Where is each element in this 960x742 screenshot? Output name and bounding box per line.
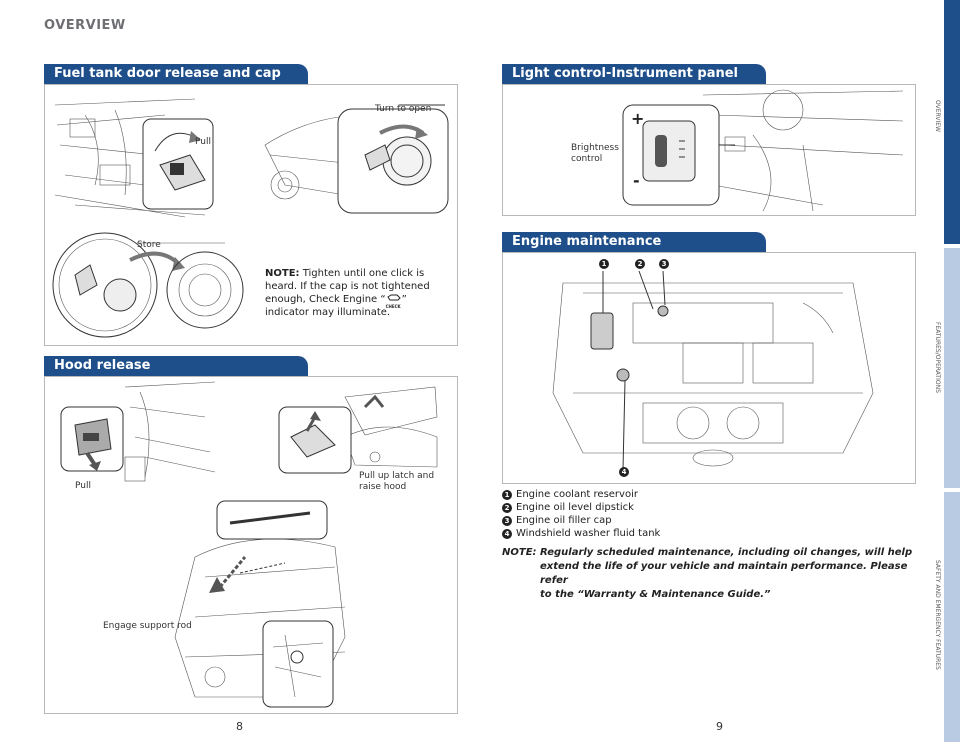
latch-label-line: raise hood: [359, 482, 407, 492]
brightness-plus: +: [631, 109, 645, 128]
support-rod-label: Engage support rod: [103, 621, 192, 631]
brightness-control-label: Brightness control: [571, 143, 619, 165]
brightness-label-line: control: [571, 154, 603, 164]
engine-illustration: [552, 270, 874, 470]
side-nav-label-overview: OVERVIEW: [934, 100, 941, 132]
section-title-fuel: Fuel tank door release and cap: [44, 64, 308, 84]
brightness-minus: -: [633, 171, 640, 190]
callout-1: 1: [599, 259, 609, 269]
fuel-panel: Pull Turn to open Store NOTE: Tighten un…: [44, 84, 458, 346]
fuel-pull-label: Pull: [195, 137, 211, 147]
maintenance-note-line: to the “Warranty & Maintenance Guide.”: [540, 589, 771, 600]
light-illustration: [622, 89, 904, 212]
page-title: OVERVIEW: [44, 18, 126, 33]
page-number-left: 8: [236, 720, 243, 733]
legend-item: 2 Engine oil level dipstick: [502, 501, 660, 514]
hood-pull-label: Pull: [75, 481, 91, 491]
pull-latch-label: Pull up latch and raise hood: [359, 471, 434, 493]
side-nav-label-features: FEATURES/OPERATIONS: [934, 322, 941, 393]
note-bold: NOTE:: [265, 268, 300, 279]
maintenance-note-line: NOTE: Regularly scheduled maintenance, i…: [502, 547, 913, 558]
legend-num: 3: [502, 515, 512, 526]
fuel-illustration: [52, 98, 449, 338]
brightness-label-line: Brightness: [571, 143, 619, 153]
latch-label-line: Pull up latch and: [359, 471, 435, 481]
hood-illustration: [60, 381, 438, 708]
engine-legend: 1 Engine coolant reservoir 2 Engine oil le…: [502, 488, 660, 540]
callout-4: 4: [619, 467, 629, 477]
section-title-light: Light control-Instrument panel: [502, 64, 766, 84]
side-nav: [944, 0, 960, 742]
legend-num: 2: [502, 502, 512, 513]
legend-item: 4 Windshield washer fluid tank: [502, 527, 660, 540]
legend-item: 3 Engine oil filler cap: [502, 514, 660, 527]
legend-label: Engine coolant reservoir: [516, 489, 638, 500]
maintenance-note-line: extend the life of your vehicle and main…: [540, 561, 908, 586]
side-nav-tab-features[interactable]: [944, 248, 960, 488]
legend-num: 1: [502, 489, 512, 500]
note-text: heard. If the cap is not tightened: [265, 281, 430, 292]
page-number-right: 9: [716, 720, 723, 733]
maintenance-note: NOTE: Regularly scheduled maintenance, i…: [502, 546, 922, 602]
side-nav-tab-safety[interactable]: [944, 492, 960, 742]
light-panel: + - Brightness control: [502, 84, 916, 216]
note-text: indicator may illuminate.: [265, 307, 391, 318]
side-nav-label-safety: SAFETY AND EMERGENCY FEATURES: [934, 560, 941, 670]
fuel-note: NOTE: Tighten until one click is heard. …: [265, 267, 455, 319]
callout-2: 2: [635, 259, 645, 269]
turn-to-open-label: Turn to open: [375, 104, 432, 114]
engine-panel: 1 2 3 4: [502, 252, 916, 484]
callout-3: 3: [659, 259, 669, 269]
note-text: ”: [401, 294, 407, 305]
note-text: enough, Check Engine “: [265, 294, 386, 305]
legend-num: 4: [502, 528, 512, 539]
hood-panel: Pull Pull up latch and raise hood Engage…: [44, 376, 458, 714]
legend-label: Engine oil filler cap: [516, 515, 612, 526]
note-text: Tighten until one click is: [299, 268, 425, 279]
section-title-engine: Engine maintenance: [502, 232, 766, 252]
legend-label: Windshield washer fluid tank: [516, 528, 661, 539]
legend-item: 1 Engine coolant reservoir: [502, 488, 660, 501]
side-nav-tab-overview[interactable]: [944, 0, 960, 244]
check-engine-icon: CHECK: [386, 293, 402, 309]
section-title-hood: Hood release: [44, 356, 308, 376]
check-label: CHECK: [385, 304, 401, 309]
store-label: Store: [137, 240, 161, 250]
legend-label: Engine oil level dipstick: [516, 502, 634, 513]
